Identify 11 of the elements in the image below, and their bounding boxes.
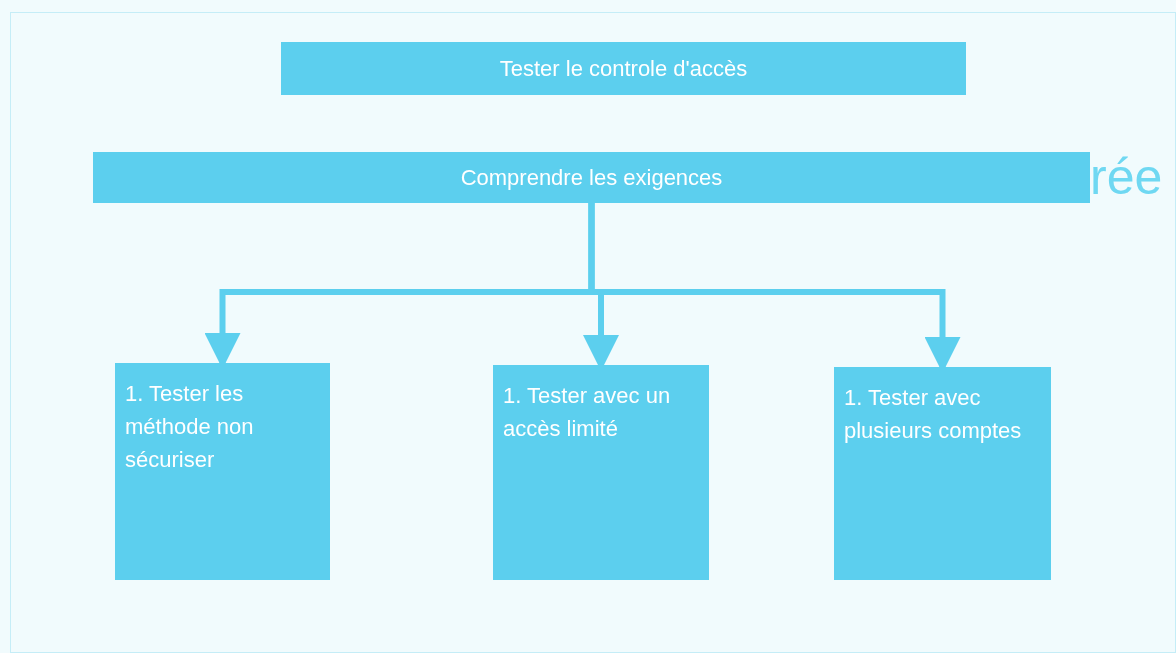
process-box (281, 42, 966, 95)
box-label: Tester le controle d'accès (499, 55, 748, 83)
background-text: rée (1090, 152, 1163, 202)
box-label: 1. Tester avec un accès limité (503, 382, 672, 443)
process-box (115, 363, 330, 580)
box-label: Comprendre les exigences (460, 164, 723, 192)
process-box (93, 152, 1090, 203)
box-label: 1. Tester avec plusieurs comptes (844, 384, 1023, 445)
process-box (493, 365, 709, 580)
box-label: 1. Tester les méthode non sécuriser (125, 380, 255, 474)
process-box (834, 367, 1051, 580)
